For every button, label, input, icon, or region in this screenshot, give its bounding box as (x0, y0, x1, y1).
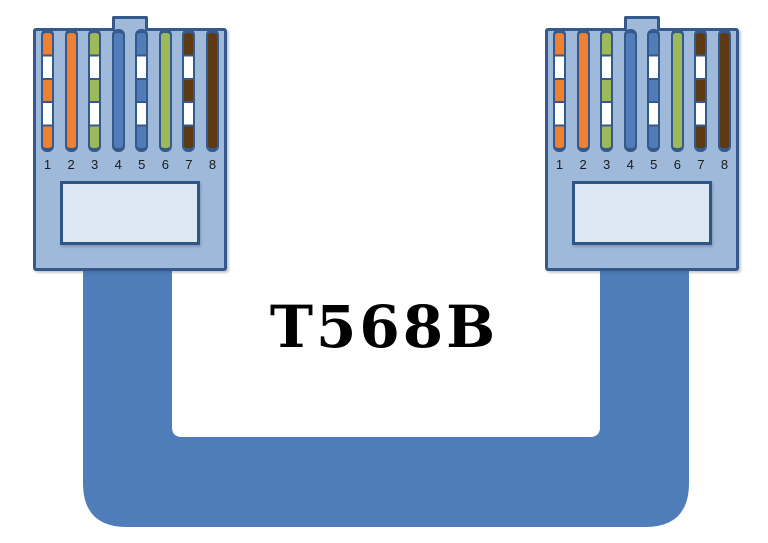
connector-right-wire-area (553, 29, 731, 152)
wire-blue (623, 29, 637, 152)
wire-white-green (88, 29, 102, 152)
pin-number-3: 3 (91, 157, 99, 172)
connector-right-window (572, 181, 712, 245)
wire-white-orange (41, 29, 54, 152)
pin-number-6: 6 (673, 157, 681, 172)
pin-number-5: 5 (650, 157, 658, 172)
wire-brown (717, 29, 731, 152)
wire-orange (64, 29, 78, 152)
wire-white-orange (553, 29, 566, 152)
pin-number-5: 5 (138, 157, 146, 172)
wire-brown (205, 29, 219, 152)
diagram-title: T568B (269, 293, 499, 361)
cable-u-shape (83, 271, 689, 527)
pin-number-2: 2 (67, 157, 75, 172)
wire-white-brown (182, 29, 196, 152)
connector-left-wire-area (41, 29, 219, 152)
wire-green (670, 29, 684, 152)
wire-orange (576, 29, 590, 152)
pin-number-2: 2 (579, 157, 587, 172)
connector-right-latch-tab (624, 16, 660, 31)
pin-number-4: 4 (114, 157, 122, 172)
wire-white-green (600, 29, 614, 152)
pin-number-7: 7 (697, 157, 705, 172)
connector-left-latch-tab (112, 16, 148, 31)
wire-blue (111, 29, 125, 152)
pin-number-4: 4 (626, 157, 634, 172)
pin-number-8: 8 (720, 157, 729, 172)
pin-number-8: 8 (208, 157, 217, 172)
pin-number-1: 1 (43, 157, 52, 172)
pin-number-1: 1 (555, 157, 564, 172)
pin-number-3: 3 (603, 157, 611, 172)
connector-left-window (60, 181, 200, 245)
wire-white-brown (694, 29, 708, 152)
pin-number-6: 6 (161, 157, 169, 172)
wire-white-blue (647, 29, 661, 152)
pin-number-7: 7 (185, 157, 193, 172)
wire-white-blue (135, 29, 149, 152)
wire-green (158, 29, 172, 152)
